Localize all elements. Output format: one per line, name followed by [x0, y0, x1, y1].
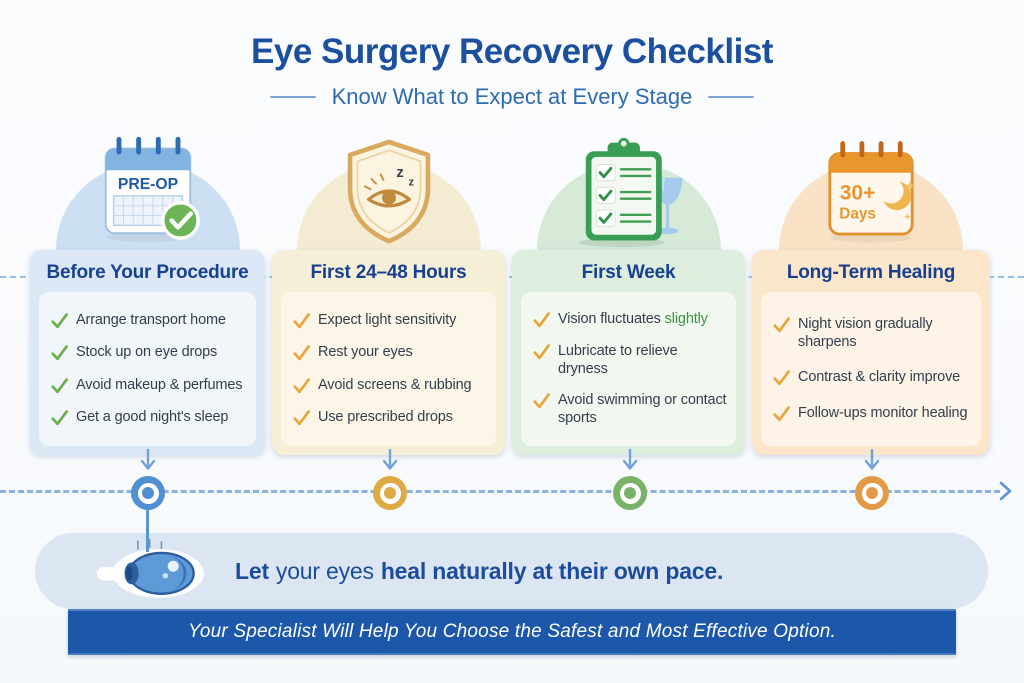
banner-text-part: Let	[235, 557, 269, 584]
checklist-item: Night vision gradually sharpens	[772, 315, 976, 352]
checklist-item-text: Contrast & clarity improve	[798, 369, 961, 386]
timeline-marker-long-term	[855, 476, 889, 510]
check-icon	[773, 406, 790, 422]
check-icon	[51, 313, 68, 329]
subtitle-left-dash	[269, 96, 316, 98]
checklist-item-text: Rest your eyes	[318, 344, 413, 361]
checklist-item-text: Avoid makeup & perfumes	[76, 376, 243, 393]
checklist-item: Avoid makeup & perfumes	[50, 376, 251, 395]
checklist-item-text: Use prescribed drops	[318, 408, 453, 425]
marker-drop-line	[146, 508, 149, 552]
stage-title: First 24–48 Hours	[310, 262, 467, 283]
checklist-item-text: Expect light sensitivity	[318, 312, 457, 329]
subtitle-right-dash	[708, 96, 755, 98]
check-icon	[51, 409, 68, 425]
timeline-arrowhead	[999, 481, 1012, 501]
checklist-item-text: Stock up on eye drops	[76, 344, 218, 361]
check-icon	[533, 343, 550, 359]
checklist-item-text: Lubricate to relieve dryness	[558, 342, 678, 378]
check-icon	[293, 409, 310, 425]
checklist-item: Stock up on eye drops	[50, 343, 251, 362]
sleep-z-small: z	[408, 177, 414, 189]
checklist-item-text: Night vision gradually sharpens	[798, 315, 933, 351]
checklist-clipboard-icon	[563, 136, 695, 255]
sleep-z-large: z	[396, 165, 403, 181]
stage-column-long-term-healing: 30+ Days Long-Term Healing Night vision …	[752, 130, 990, 455]
check-icon	[293, 377, 310, 393]
connector-down-arrow	[140, 449, 156, 470]
checklist-item-text: Follow-ups monitor healing	[798, 405, 968, 422]
stage-card: First 24–48 Hours Expect light sensitivi…	[272, 250, 505, 455]
stage-column-first-24-48-hours: z z First 24–48 Hours Expect light sensi…	[272, 130, 505, 455]
connector-down-arrow	[864, 449, 880, 470]
page-subtitle-row: Know What to Expect at Every Stage	[0, 84, 1024, 110]
checklist-item-text: Arrange transport home	[76, 312, 226, 329]
highlighted-word: slightly	[664, 311, 708, 328]
timeline-dashed-line	[0, 490, 1000, 493]
footer-bar: Your Specialist Will Help You Choose the…	[68, 609, 956, 655]
sleep-shield-icon: z z	[338, 136, 440, 253]
preop-label: PRE-OP	[117, 176, 177, 193]
stage-title: Long-Term Healing	[786, 262, 956, 283]
check-icon	[51, 345, 68, 361]
checklist-item: Follow-ups monitor healing	[772, 404, 976, 423]
longterm-label-days-count: 30+	[840, 182, 876, 205]
check-icon	[533, 393, 550, 409]
banner-text-part: your eyes	[275, 557, 374, 584]
stage-column-before-procedure: PRE-OP Before Your Procedure Arrange tra…	[30, 130, 265, 455]
timeline-marker-before-procedure	[131, 476, 165, 510]
stage-title: Before Your Procedure	[46, 262, 249, 283]
page-title: Eye Surgery Recovery Checklist	[251, 32, 773, 71]
crescent-moon-icon	[878, 178, 912, 211]
stage-title: First Week	[581, 262, 676, 283]
check-icon	[773, 317, 790, 332]
checklist-item-text: Get a good night's sleep	[76, 408, 229, 425]
eye-cross-section-illustration	[97, 538, 204, 598]
page-subtitle: Know What to Expect at Every Stage	[331, 84, 693, 109]
longterm-label-days-word: Days	[839, 206, 876, 223]
checklist-item: Use prescribed drops	[292, 408, 491, 427]
long-term-calendar-icon: 30+ Days	[814, 136, 929, 249]
banner-text-part: heal naturally at their own pace.	[380, 557, 724, 584]
footer-text: Your Specialist Will Help You Choose the…	[188, 621, 836, 642]
check-icon	[533, 312, 550, 328]
checklist-item: Vision fluctuates slightly	[532, 310, 731, 329]
timeline-marker-first-week	[613, 476, 647, 510]
checklist-item-text: Avoid screens & rubbing	[318, 376, 472, 393]
stage-card: Before Your Procedure Arrange transport …	[30, 250, 265, 455]
check-icon	[773, 370, 790, 386]
checklist-item: Lubricate to relieve dryness	[532, 342, 731, 379]
checklist-item-text: Avoid swimming or contact sports	[558, 391, 727, 427]
stage-card: Long-Term Healing Night vision gradually…	[752, 250, 990, 455]
check-icon	[293, 313, 310, 329]
connector-down-arrow	[382, 449, 398, 470]
checklist-item: Avoid screens & rubbing	[292, 376, 491, 395]
checklist-item: Contrast & clarity improve	[772, 368, 976, 387]
checklist-item: Avoid swimming or contact sports	[532, 391, 731, 428]
timeline-marker-first-24-48-hours	[373, 476, 407, 510]
connector-down-arrow	[622, 449, 638, 470]
check-icon	[51, 377, 68, 393]
checklist-item: Rest your eyes	[292, 343, 491, 362]
checklist-item: Expect light sensitivity	[292, 311, 491, 330]
preop-calendar-icon: PRE-OP	[89, 132, 207, 249]
checklist-item: Arrange transport home	[50, 311, 251, 330]
check-icon	[293, 345, 310, 361]
checklist-item-text: Vision fluctuates slightly	[558, 311, 708, 328]
checklist-item: Get a good night's sleep	[50, 408, 251, 427]
